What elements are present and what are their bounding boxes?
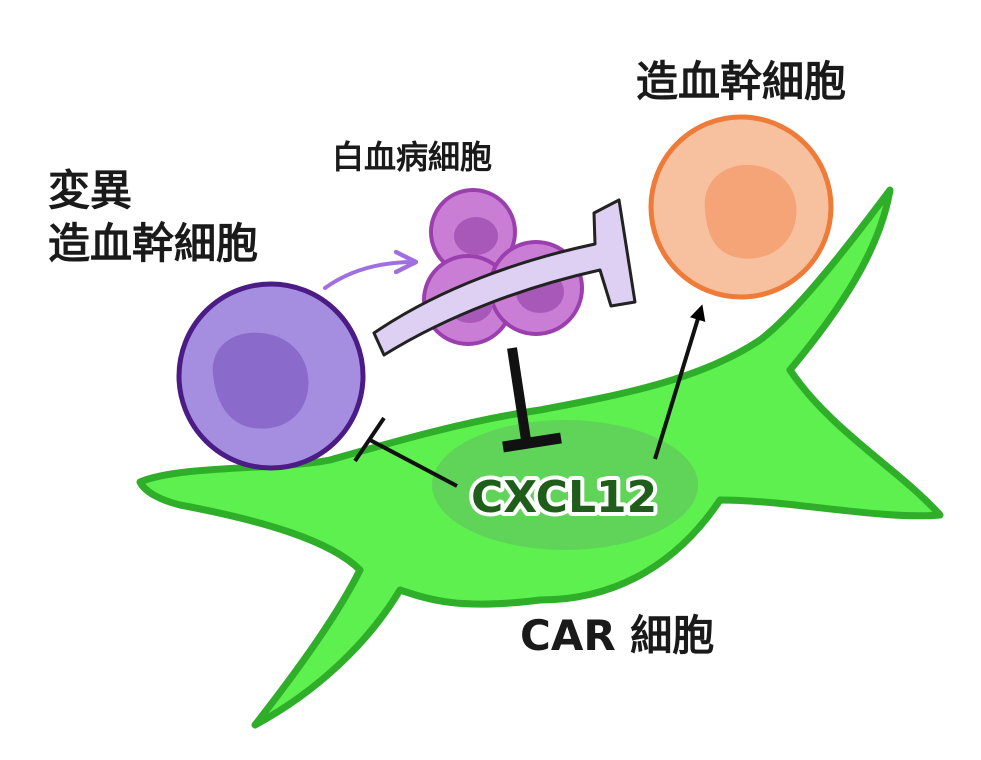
mutant-hsc-label-line1: 変異 bbox=[48, 166, 132, 215]
cxcl12-inhibits-leukemia bbox=[502, 347, 562, 453]
cxcl12-inhibits-mutant-hsc bbox=[353, 416, 458, 488]
car-cell-nucleus bbox=[432, 420, 698, 550]
leukemia-nucleus bbox=[454, 217, 498, 255]
hsc-nucleus bbox=[704, 164, 797, 259]
mutant-hsc-label-line2: 造血幹細胞 bbox=[48, 219, 258, 268]
cxcl12-label: CXCL12 bbox=[471, 472, 657, 523]
hsc-label: 造血幹細胞 bbox=[636, 57, 846, 106]
leukemia-cell-label: 白血病細胞 bbox=[332, 138, 492, 176]
car-cell-label: CAR 細胞 bbox=[520, 611, 714, 660]
inhibition-bar-to-hsc bbox=[372, 198, 637, 357]
transformation-arrow bbox=[323, 262, 414, 290]
cxcl12-supports-hsc-arrow bbox=[653, 304, 706, 460]
mutant-hsc-nucleus bbox=[212, 332, 309, 429]
